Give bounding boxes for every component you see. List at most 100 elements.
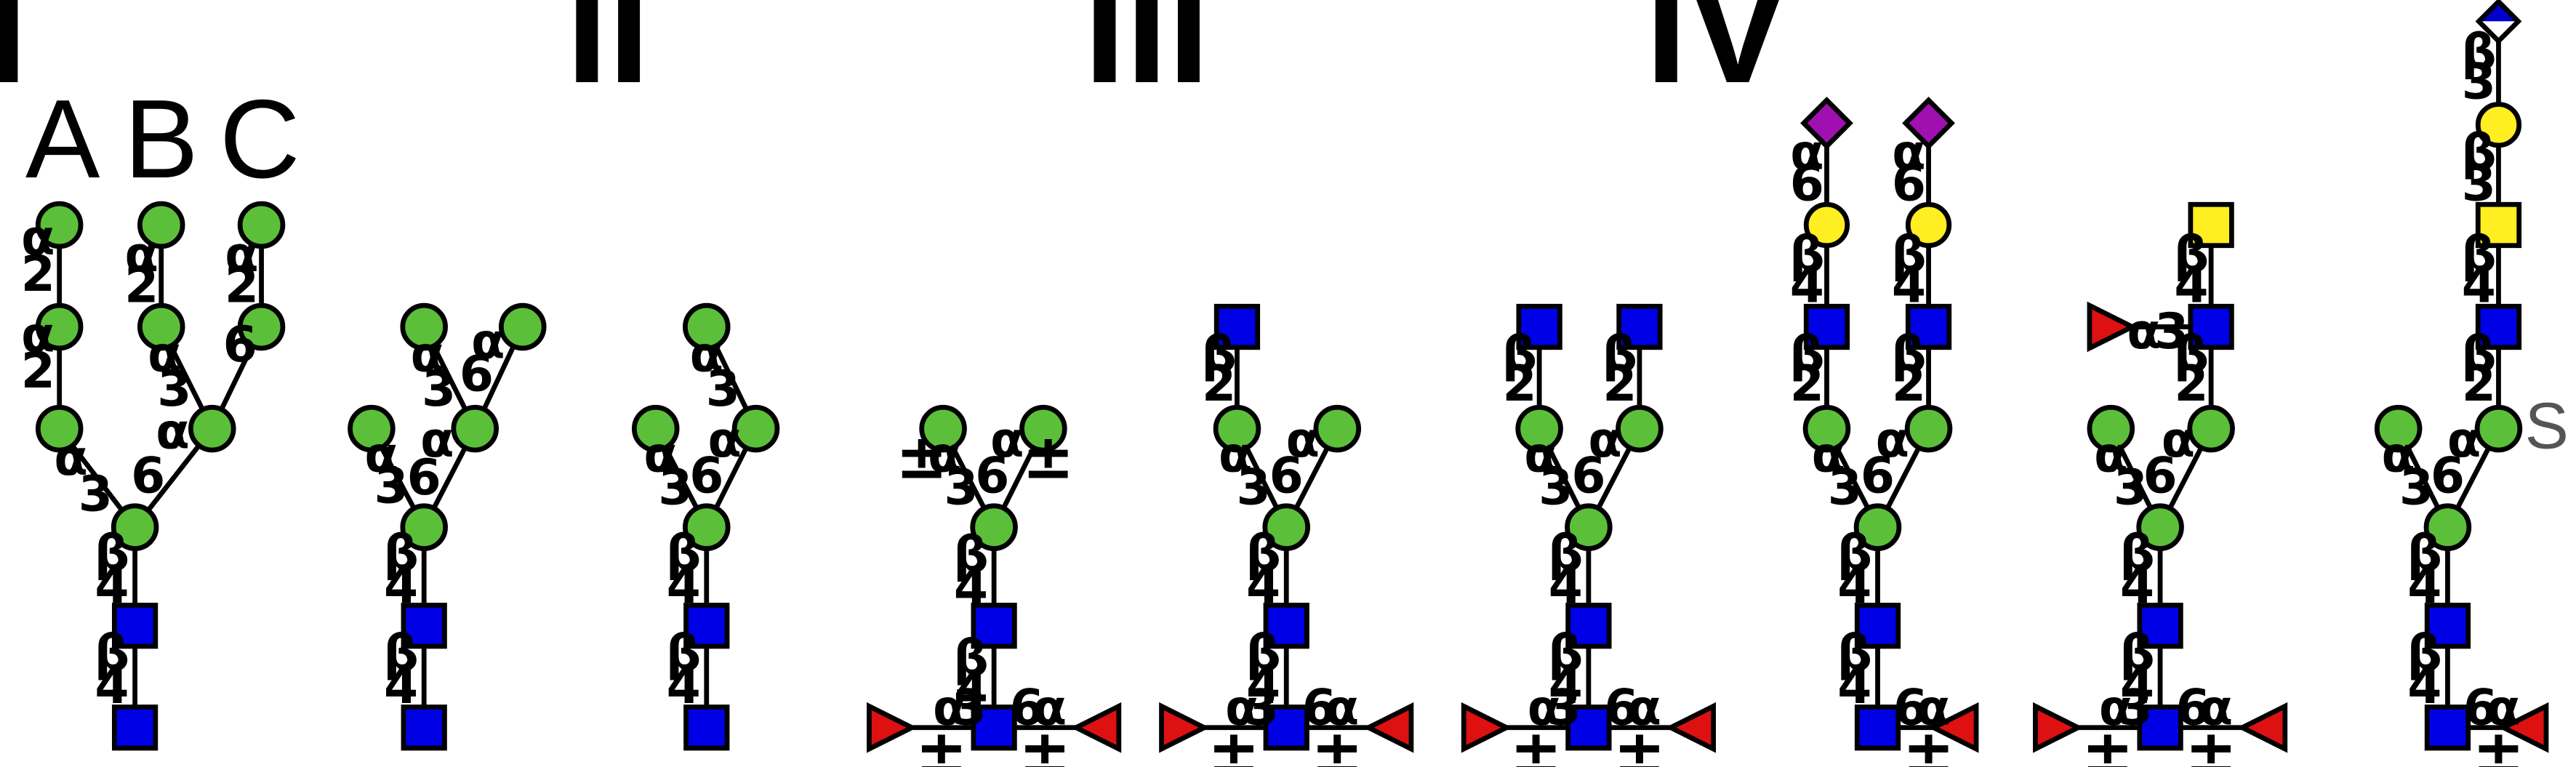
mannose-symbol [35, 201, 84, 249]
linkage-label: α [2099, 678, 2133, 736]
linkage-label: α [928, 425, 962, 483]
fucose-symbol [2087, 301, 2138, 353]
linkage-label: α [1627, 678, 1661, 736]
linkage-label: α [420, 411, 454, 468]
linkage-label: 4 [1549, 657, 1583, 715]
linkage-label: α [54, 429, 88, 486]
glcnac-symbol [111, 603, 159, 649]
mannose-symbol [348, 404, 396, 453]
linkage-label: 6 [407, 449, 441, 506]
linkage-label: β [1502, 326, 1538, 383]
glcnac-symbol [2424, 704, 2471, 751]
linkage-label: β [2407, 524, 2443, 582]
mannose-symbol [1565, 503, 1613, 551]
optional-marker: ± [1613, 716, 1666, 767]
linkage-label: 6 [1010, 678, 1044, 736]
linkage-label: 6 [2143, 447, 2178, 505]
mannose-symbol [731, 404, 780, 453]
linkage-label: 3 [79, 465, 113, 523]
linkage-label: 4 [1246, 557, 1280, 614]
linkage-label: 6 [460, 345, 494, 403]
linkage-label: 2 [1502, 355, 1536, 412]
mannose-symbol [35, 302, 84, 351]
optional-marker: ± [2472, 716, 2524, 767]
linkage-label: 6 [1269, 447, 1304, 505]
linkage-label: 4 [384, 657, 418, 715]
mannose-symbol [683, 503, 731, 551]
linkage-label: β [1201, 326, 1237, 383]
glcnac-symbol [2137, 704, 2183, 751]
galnac-symbol [2475, 201, 2522, 249]
linkage-label: α [21, 209, 55, 266]
mannose-symbol [2423, 503, 2472, 551]
fucose-symbol [1665, 702, 1716, 753]
fucose-symbol [867, 702, 918, 753]
galactose-symbol [1905, 201, 1952, 249]
linkage-label: α [990, 411, 1024, 468]
linkage-label: 6 [2431, 447, 2465, 505]
mannose-symbol [111, 503, 159, 551]
glcnac-symbol [111, 704, 159, 751]
linkage-label: 4 [1892, 257, 1926, 314]
linkage-label: 3 [952, 678, 987, 736]
linkage-label: β [95, 625, 130, 682]
linkage-label: α [124, 225, 159, 283]
linkage-label: 6 [1893, 678, 1927, 736]
linkage-label: 2 [124, 257, 159, 314]
linkage-label: 4 [95, 557, 129, 614]
linkage-label: α [1811, 425, 1845, 483]
linkage-label: α [1033, 678, 1067, 736]
glcnac-symbol [683, 704, 730, 751]
branch-label: B [124, 76, 198, 201]
mannose-symbol [1262, 503, 1310, 551]
mannose-symbol [919, 404, 967, 453]
linkage-label: α [2094, 425, 2128, 483]
linkage-label: 2 [21, 245, 55, 302]
linkage-label: 4 [1246, 657, 1280, 715]
linkage-label: 3 [422, 360, 456, 417]
neu5ac-symbol [1902, 97, 1955, 150]
linkage-label: β [1548, 625, 1584, 682]
linkage-label: β [2461, 326, 2497, 383]
linkage-label: α [156, 403, 190, 460]
fucose-symbol [1461, 702, 1512, 753]
linkage-label: α [21, 305, 55, 363]
linkage-label: α [1528, 678, 1562, 736]
glcnac-symbol [1854, 704, 1901, 751]
linkage-label: α [1892, 124, 1926, 181]
mannose-symbol [970, 503, 1018, 551]
linkage-label: α [2199, 678, 2234, 736]
glcnac-symbol [971, 704, 1017, 751]
linkage-label: α [1524, 425, 1558, 483]
linkage-label: β [2407, 625, 2443, 682]
linkage-label: 6 [1861, 447, 1895, 505]
glcnac-symbol [1565, 603, 1612, 649]
linkage-label: 4 [667, 657, 701, 715]
linkage-label: β [2174, 225, 2210, 283]
glcnac-symbol [1616, 303, 1663, 350]
linkage-label: 3 [2399, 459, 2433, 516]
linkage-label: α [1286, 411, 1320, 468]
linkage-label: 3 [2114, 459, 2148, 516]
mannose-symbol [137, 302, 185, 351]
mannose-symbol [683, 302, 731, 351]
sulfate-label: S [2525, 390, 2569, 463]
linkage-label: 3 [1546, 678, 1581, 736]
linkage-label: 3 [658, 459, 692, 516]
mannose-symbol [237, 201, 286, 249]
glcnac-symbol [683, 603, 730, 649]
mannose-symbol [1515, 404, 1563, 453]
mannose-symbol [451, 404, 499, 453]
linkage-label: 4 [2120, 657, 2154, 715]
linkage-label: α [225, 225, 259, 283]
linkage-label: α [1225, 678, 1259, 736]
linkage-label: 3 [2154, 302, 2188, 360]
linkage-label: α [2162, 411, 2196, 468]
linkage-label: β [1789, 326, 1825, 383]
mannose-symbol [2474, 404, 2523, 453]
linkage-label: β [1891, 326, 1927, 383]
linkage-label: α [1588, 411, 1622, 468]
linkage-label: 3 [157, 360, 191, 417]
linkage-label: 3 [1828, 459, 1862, 516]
